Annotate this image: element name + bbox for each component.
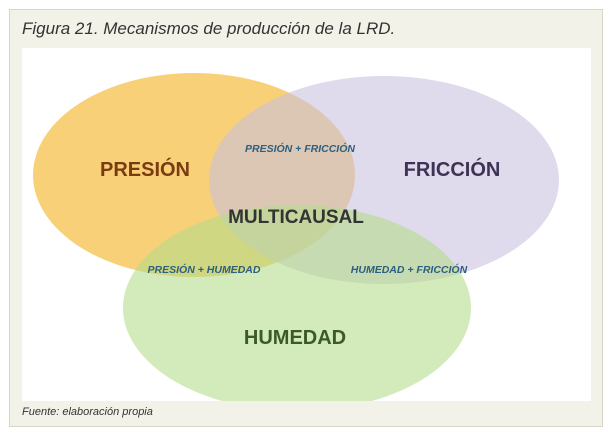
humedad-set-ellipse [123,205,471,401]
multicausal-label: MULTICAUSAL [228,207,364,228]
venn-diagram: PRESIÓN FRICCIÓN HUMEDAD PRESIÓN + FRICC… [33,73,559,401]
venn-diagram-panel: PRESIÓN FRICCIÓN HUMEDAD PRESIÓN + FRICC… [22,48,591,401]
humedad-friccion-label: HUMEDAD + FRICCIÓN [351,263,468,276]
friccion-label: FRICCIÓN [404,157,501,181]
presion-friccion-label: PRESIÓN + FRICCIÓN [245,142,355,155]
figure-frame: Figura 21. Mecanismos de producción de l… [9,9,603,427]
humedad-label: HUMEDAD [244,327,346,349]
presion-humedad-label: PRESIÓN + HUMEDAD [148,263,261,276]
figure-source: Fuente: elaboración propia [22,406,153,418]
presion-label: PRESIÓN [100,157,190,181]
figure-title: Figura 21. Mecanismos de producción de l… [22,19,396,38]
